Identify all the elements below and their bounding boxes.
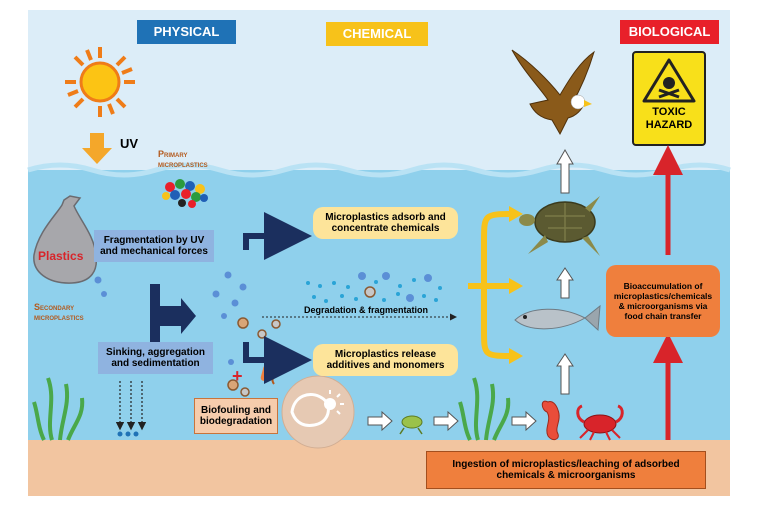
degradation-label: Degradation & fragmentation	[304, 305, 429, 315]
small-crustacean-icon	[399, 415, 423, 435]
uv-label: UV	[120, 136, 139, 151]
turtle-icon	[519, 196, 600, 256]
header-physical: PHYSICAL	[137, 20, 236, 44]
header-chemical: CHEMICAL	[326, 22, 428, 46]
header-biological: BIOLOGICAL	[620, 20, 719, 44]
water-surface-wave	[27, 162, 731, 178]
primary-microplastics-label: Primary microplastics	[158, 149, 208, 170]
adsorb-box: Microplastics adsorb and concentrate che…	[313, 207, 458, 239]
ingestion-box: Ingestion of microplastics/leaching of a…	[426, 451, 706, 489]
uv-arrow	[82, 133, 112, 164]
primary-microplastics-cluster	[162, 179, 208, 208]
seagrass-right-icon	[458, 377, 511, 441]
fragmentation-box: Fragmentation by UV and mechanical force…	[94, 230, 214, 262]
food-chain-arrows	[556, 148, 574, 395]
seagrass-left-icon	[32, 377, 85, 441]
crab-icon	[576, 404, 624, 441]
plastics-label: Plastics	[38, 249, 84, 263]
sun-icon	[65, 47, 135, 117]
biofouling-box: Biofouling and biodegradation	[194, 398, 278, 434]
fish-icon	[514, 304, 601, 332]
brace-arrow-fish	[509, 278, 523, 294]
toxic-hazard-sign	[632, 51, 706, 146]
physical-branch-arrow	[143, 284, 196, 360]
seabed-chain-arrows	[367, 410, 537, 432]
toxic-hazard-label: TOXIC HAZARD	[645, 106, 693, 131]
arrow-to-release	[243, 336, 312, 384]
bioaccumulation-box: Bioaccumulation of microplastics/chemica…	[606, 265, 720, 337]
brace-arrow-crab	[509, 348, 523, 364]
sinking-box: Sinking, aggregation and sedimentation	[98, 342, 213, 374]
secondary-microplastics-label: Secondary microplastics	[34, 302, 84, 323]
arrow-to-adsorb	[243, 212, 312, 260]
plus-sign: +	[232, 366, 243, 386]
degradation-dots	[306, 272, 442, 303]
eagle-icon	[511, 49, 595, 136]
sediment-dots	[117, 431, 139, 437]
plastic-bag-icon	[33, 195, 98, 284]
seahorse-icon	[541, 400, 560, 441]
microorganism-icon	[281, 375, 355, 449]
brace-arrow-turtle	[509, 206, 523, 222]
release-box: Microplastics release additives and mono…	[313, 344, 458, 376]
secondary-microplastic-dots	[94, 271, 248, 365]
